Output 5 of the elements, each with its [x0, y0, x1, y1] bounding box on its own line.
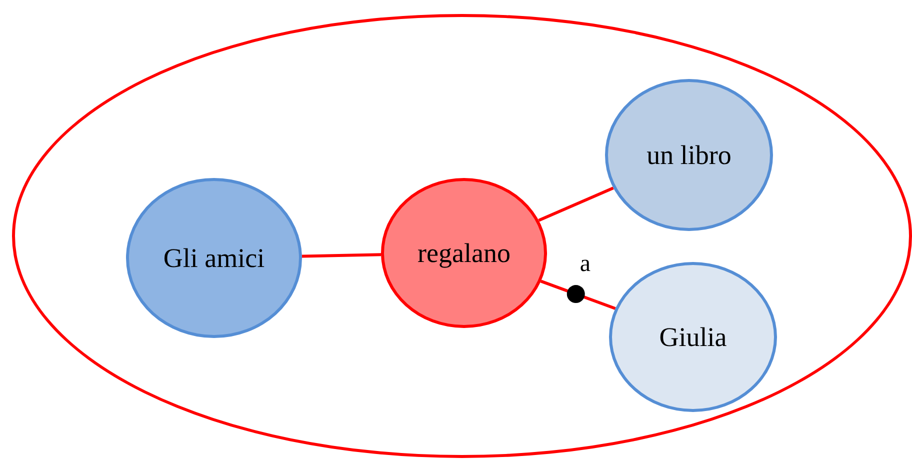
- node-label: un libro: [646, 140, 732, 170]
- node-label: Gli amici: [163, 242, 265, 274]
- node-label: regalano: [418, 238, 510, 268]
- sentence-ellipse: [12, 14, 912, 458]
- node-label: Giulia: [659, 322, 727, 352]
